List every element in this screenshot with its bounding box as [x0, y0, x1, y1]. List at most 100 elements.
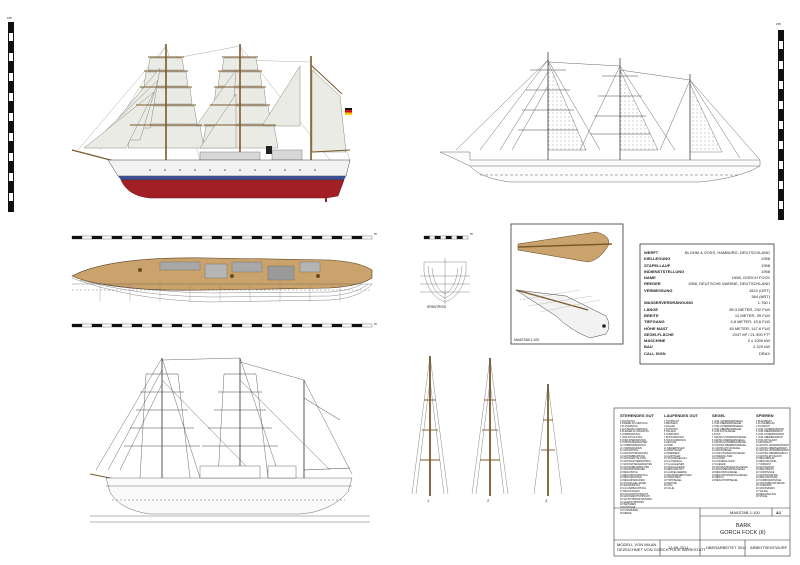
legend-column-header: LAUFENDES GUT — [664, 413, 698, 418]
ruler-segment — [8, 122, 14, 132]
legend-item: 29 STAGE — [756, 495, 768, 499]
spec-label: WERFT — [644, 250, 659, 255]
legend-item: 10 GROSS-UNTERMARSRAH — [756, 443, 789, 447]
legend-item: 24 STAGSEGELLEINEN — [620, 481, 647, 485]
scale-bar-segment — [81, 235, 93, 240]
ruler-segment — [778, 180, 784, 190]
section-caption: SPANTRISS — [427, 305, 446, 309]
scale-bar-segment — [423, 235, 430, 240]
legend-item: 19 BESANSCHOT — [664, 468, 684, 472]
legend-item: 34 FUSSPERDE — [620, 508, 638, 512]
legend-item: 11 GROSS-ROYALSEGEL — [712, 446, 741, 450]
legend-item: 10 DIRK — [664, 443, 674, 447]
left-ruler-label: cm — [7, 16, 12, 20]
spec-label: BREITE — [644, 312, 659, 318]
scale-bar-segment — [181, 323, 193, 328]
ruler-segment — [778, 140, 784, 150]
colored-side-elevation — [71, 44, 352, 202]
scale-bar-segment — [440, 235, 447, 240]
legend-item: 5 VOR-ROYALSEGEL — [712, 430, 736, 434]
scale-bar-segment — [445, 235, 452, 240]
legend-item: 18 GROSSMAST — [756, 465, 775, 469]
scale-bar-label-small: m — [470, 232, 473, 236]
legend-item: 11 NIEDERHOLER — [664, 446, 685, 450]
svg-text:3: 3 — [545, 498, 548, 503]
ruler-segment — [8, 192, 14, 202]
scale-bar-segment — [91, 235, 103, 240]
scale-bar-segment — [241, 323, 253, 328]
legend-item: 12 GROSSSTAG — [620, 449, 639, 453]
legend-item: 26 TALJE — [664, 487, 675, 491]
ruler-segment — [8, 142, 14, 152]
spec-value: 1958, DEUTSCHE MARINE, DEUTSCHLAND — [687, 281, 770, 287]
legend-item: 20 VORSTENGE — [756, 470, 775, 474]
spec-value: 4,8 METER, 15,6 FUß — [730, 319, 770, 325]
scale-bar-segment — [351, 323, 363, 328]
svg-text:1: 1 — [427, 498, 430, 503]
legend-item: 19 BESANMAST — [756, 468, 775, 472]
legend-item: 28 FOCKRAHTOPPNANT — [620, 492, 648, 496]
legend-column-header: SEGEL — [712, 413, 726, 418]
scale-bar-segment — [171, 235, 183, 240]
legend-column-header: STEHENDES GUT — [620, 413, 655, 418]
scale-bar-label-top: m — [374, 232, 377, 236]
scale-bar-segment — [131, 235, 143, 240]
legend-item: 23 BESANTOPPSEGEL — [712, 479, 738, 483]
spec-value: 364 (NRT) — [751, 294, 770, 300]
title-sheet: A1 — [776, 510, 782, 515]
spec-label: KIELLEGUNG — [644, 256, 671, 262]
legend-item: 4 VOR-OBERBRAMSEGEL — [712, 427, 742, 431]
legend-item: 21 BESANSTENGESTAGSEGEL — [712, 473, 748, 477]
scale-bar-segment — [111, 323, 123, 328]
spec-value: 1958 — [761, 256, 770, 262]
legend-item: 23 VORBRAMSTENGE — [756, 479, 782, 483]
scale-bar-segment — [281, 323, 293, 328]
legend-item: 17 FLAGGLEINEN — [664, 462, 685, 466]
scale-bar-segment — [111, 235, 123, 240]
legend-column-header: SPIEREN — [756, 413, 774, 418]
scale-bar-segment — [341, 323, 353, 328]
spec-label: HÖHE MAST — [644, 325, 668, 331]
legend-item: 2 INNERE KLÜVERSTAG — [620, 422, 648, 426]
spec-row: 364 (NRT) — [644, 294, 770, 300]
ruler-segment — [778, 210, 784, 220]
spec-value: 1958 — [761, 262, 770, 268]
scale-bar-segment — [231, 235, 243, 240]
body-section-drawing — [420, 258, 470, 304]
spec-value: 2037 M² / 21.900 FT² — [732, 331, 770, 337]
scale-bar-segment — [251, 323, 263, 328]
ruler-segment — [8, 132, 14, 142]
legend-item: 3 FOCKRAH — [756, 425, 770, 428]
legend-item: 9 VORSTENGEWANTEN — [620, 441, 648, 445]
legend-item: 14 AUSHOLER — [664, 454, 681, 458]
ruler-segment — [778, 110, 784, 120]
scale-bar-segment — [121, 235, 133, 240]
ruler-segment — [8, 62, 14, 72]
ruler-segment — [8, 182, 14, 192]
ruler-segment — [778, 60, 784, 70]
scale-bar-segment — [71, 323, 83, 328]
ruler-segment — [778, 120, 784, 130]
scale-bar-segment — [331, 323, 343, 328]
right-ruler-label: cm — [776, 22, 781, 26]
ruler-segment — [8, 202, 14, 212]
scale-bar-segment — [429, 235, 436, 240]
ruler-segment — [778, 200, 784, 210]
ruler-segment — [778, 50, 784, 60]
legend-item: 1 VOR-UNTERMARSSEGEL — [712, 419, 744, 423]
legend-item: 2 VOR-OBERMARSSEGEL — [712, 422, 742, 426]
legend-item: 26 GROSSMARS — [756, 487, 775, 491]
legend-item: 18 SIGNALLEINEN — [664, 465, 685, 469]
scale-bars — [71, 235, 469, 328]
legend-item: 15 KLÜVER — [712, 457, 725, 461]
